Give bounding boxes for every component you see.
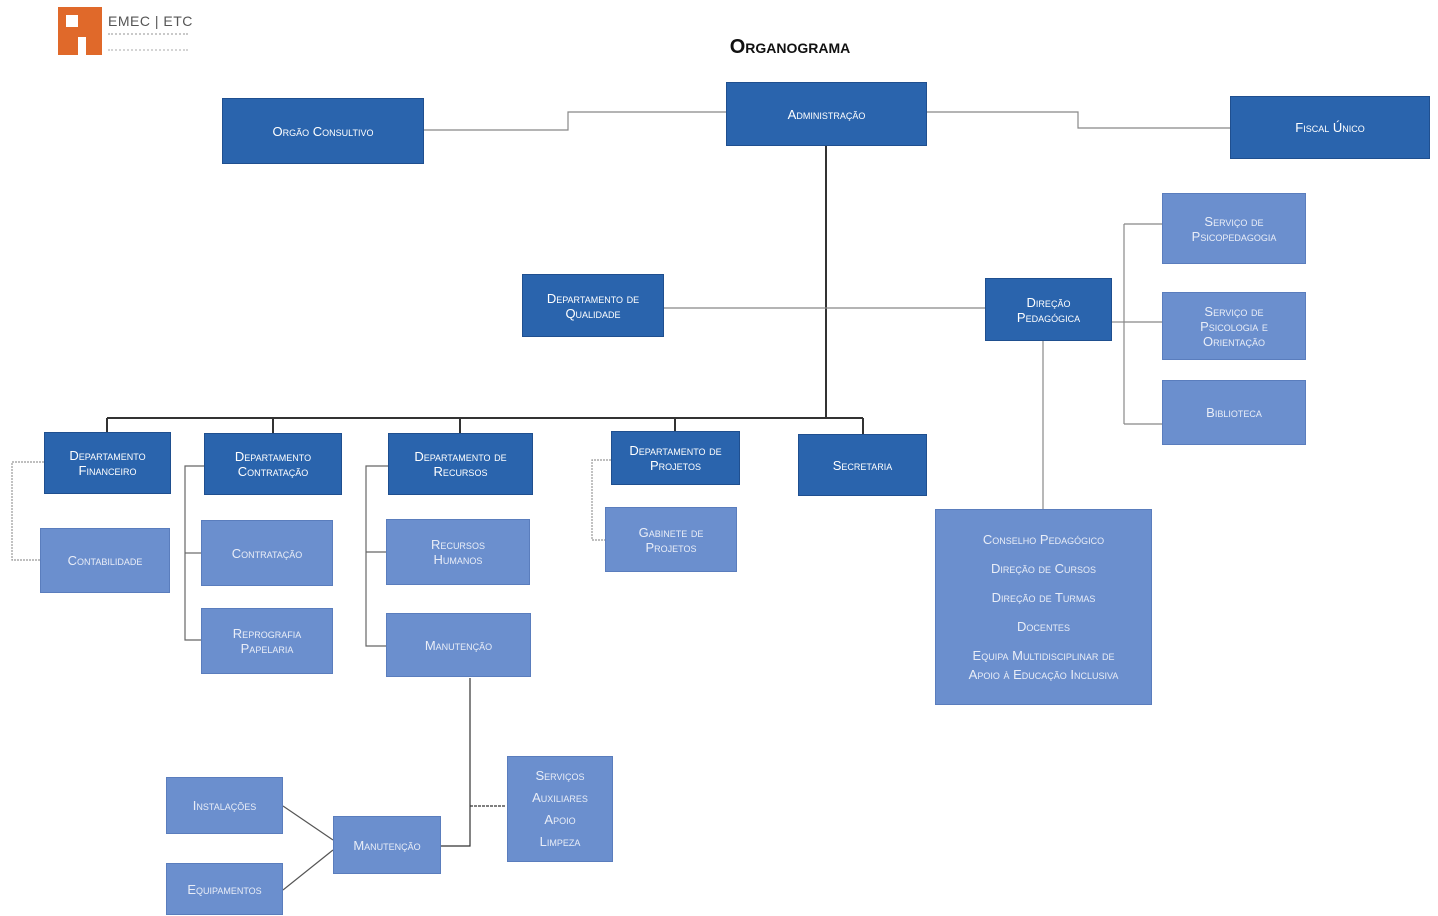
box-contabilidade: Contabilidade (40, 528, 170, 593)
box-recursos-humanos: Recursos Humanos (386, 519, 530, 585)
box-label-line-1: Departamento de (629, 443, 722, 458)
box-departamento-contratacao: Departamento Contratação (204, 433, 342, 495)
box-label-line-2: Auxiliares (532, 790, 588, 805)
box-servico-psicopedagogia: Serviço de Psicopedagogia (1162, 193, 1306, 264)
box-departamento-qualidade: Departamento de Qualidade (522, 274, 664, 337)
box-servicos-auxiliares: Serviços Auxiliares Apoio Limpeza (507, 756, 613, 862)
logo-text: EMEC | ETC (108, 13, 193, 29)
box-label-line-2: Projetos (645, 539, 697, 555)
box-instalacoes: Instalações (166, 777, 283, 834)
box-equipamentos: Equipamentos (166, 863, 283, 915)
box-departamento-financeiro: Departamento Financeiro (44, 432, 171, 494)
box-reprografia-papelaria: Reprografia Papelaria (201, 608, 333, 674)
box-label-line-2: Financeiro (78, 463, 137, 478)
box-label: Orgão Consultivo (272, 123, 374, 139)
logo-subtitle-decoration (108, 33, 188, 51)
box-label-line-1: Departamento de (546, 290, 640, 306)
box-contratacao: Contratação (201, 520, 333, 586)
box-label: Equipamentos (187, 881, 262, 897)
box-label: Manutenção (424, 637, 493, 653)
page-title: Organograma (729, 36, 851, 58)
connector-consultivo (424, 111, 726, 131)
box-label-line-2: Psicopedagogia (1191, 228, 1277, 244)
box-label-line-1: Departamento de (414, 449, 507, 464)
box-direcao-pedagogica: Direção Pedagógica (985, 278, 1112, 341)
box-label-line-2: Qualidade (565, 305, 621, 321)
box-label-line-2: Papelaria (240, 641, 294, 656)
box-label-line-2: Contratação (237, 464, 309, 479)
box-label-line-2: Projetos (649, 458, 701, 473)
box-manutencao-sub: Manutenção (333, 816, 441, 874)
logo-mark-icon (58, 7, 102, 55)
box-label-line-1: Serviço de (1204, 303, 1264, 319)
box-servico-psicologia: Serviço de Psicologia e Orientação (1162, 292, 1306, 360)
box-orgao-consultivo: Orgão Consultivo (222, 98, 424, 164)
box-manutencao: Manutenção (386, 613, 531, 677)
box-label-line-1: Serviço de (1204, 213, 1264, 229)
school-logo: EMEC | ETC (58, 7, 198, 57)
box-label: Contabilidade (67, 553, 143, 568)
item-direcao-cursos: Direção de Cursos (990, 561, 1096, 576)
box-label: Biblioteca (1206, 405, 1262, 420)
box-label-line-1: Departamento (234, 449, 312, 464)
box-gabinete-projetos: Gabinete de Projetos (605, 507, 737, 572)
box-biblioteca: Biblioteca (1162, 380, 1306, 445)
box-departamento-projetos: Departamento de Projetos (611, 431, 740, 485)
box-fiscal-unico: Fiscal Único (1230, 96, 1430, 159)
box-label: Manutenção (353, 837, 421, 853)
box-administracao: Administração (726, 82, 927, 146)
box-label: Instalações (192, 798, 257, 813)
item-conselho-pedagogico: Conselho Pedagógico (982, 532, 1105, 547)
box-label: Fiscal Único (1295, 120, 1365, 135)
box-label-line-1: Direção (1026, 294, 1071, 310)
box-label-line-2: Pedagógica (1016, 309, 1081, 325)
box-label: Administração (787, 106, 866, 122)
item-direcao-turmas: Direção de Turmas (991, 590, 1096, 605)
box-label: Secretaria (832, 457, 893, 473)
box-label: Contratação (231, 545, 303, 561)
box-label-line-4: Limpeza (539, 834, 581, 849)
box-label-line-1: Serviços (535, 768, 585, 783)
box-label-line-3: Apoio (544, 812, 576, 827)
box-label-line-2: Recursos (433, 464, 488, 479)
box-label-line-1: Reprografia (232, 626, 302, 641)
item-equipa-multidisciplinar: Equipa Multidisciplinar de (972, 648, 1115, 663)
item-docentes: Docentes (1017, 619, 1070, 634)
box-label-line-1: Recursos (431, 537, 485, 552)
box-label-line-3: Orientação (1203, 333, 1265, 349)
box-label-line-1: Departamento (69, 448, 146, 463)
box-label-line-1: Gabinete de (638, 524, 704, 540)
box-label-line-2: Humanos (433, 552, 483, 567)
box-departamento-recursos: Departamento de Recursos (388, 433, 533, 495)
box-secretaria: Secretaria (798, 434, 927, 496)
box-pedagogico-group: Conselho Pedagógico Direção de Cursos Di… (935, 509, 1152, 705)
connector-fiscal (927, 111, 1230, 129)
item-apoio-educacao-inclusiva: Apoio à Educação Inclusiva (968, 667, 1119, 682)
box-label-line-2: Psicologia e (1200, 318, 1268, 334)
